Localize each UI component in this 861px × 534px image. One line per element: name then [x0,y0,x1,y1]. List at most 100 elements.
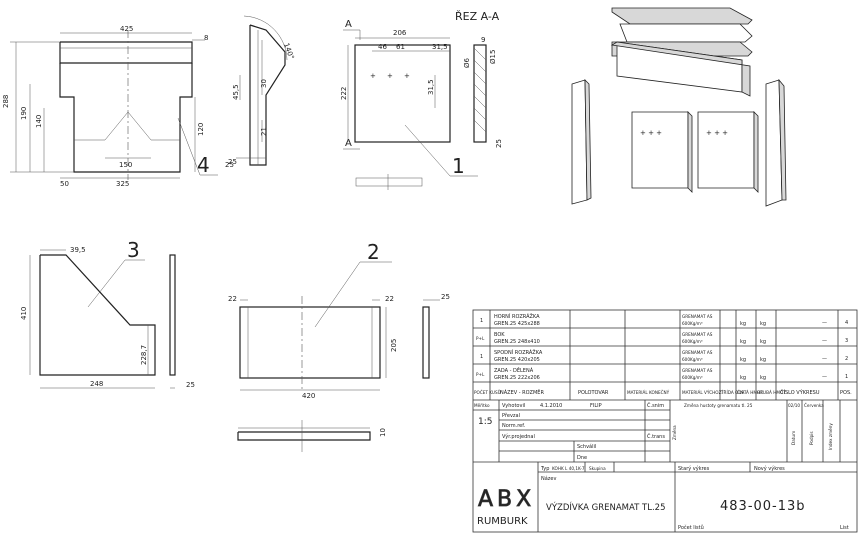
dim-45-5: 45,5 [232,84,240,100]
drawing-number: 483-00-13b [720,499,806,514]
svg-text:POČET KUSŮ: POČET KUSŮ [474,390,501,395]
company-city: RUMBURK [477,516,528,527]
svg-text:+: + [387,72,393,80]
dim-p2-25: 25 [441,293,450,301]
svg-text:1: 1 [845,374,848,380]
svg-text:3: 3 [845,338,848,344]
svg-text:—: — [822,374,827,380]
dim-288: 288 [2,95,10,108]
dim-120: 120 [197,123,205,136]
svg-text:GRENAMAT AS: GRENAMAT AS [682,368,713,373]
dim-22a: 22 [228,295,237,303]
section-mark-bottom: A [345,138,352,149]
svg-text:Výr.projednal: Výr.projednal [502,433,535,440]
svg-text:ČÍSLO VÝKRESU: ČÍSLO VÝKRESU [780,389,820,396]
dim-150: 150 [119,161,132,169]
svg-text:BOK: BOK [494,332,505,338]
svg-text:Počet listů: Počet listů [678,524,704,531]
part4-side-view: 140° 45,5 30 21 25 [228,15,295,166]
company-logo: ABX [478,487,535,512]
svg-text:4: 4 [845,320,848,326]
svg-text:GRENAMAT AS: GRENAMAT AS [682,314,713,319]
parts-list-header: POČET KUSŮ NÁZEV - ROZMĚR POLOTOVAR MATE… [474,388,852,396]
svg-text:Převzal: Převzal [502,412,520,419]
svg-text:HORNÍ ROZRÁŽKA: HORNÍ ROZRÁŽKA [494,312,540,320]
svg-text:600Kg/m³: 600Kg/m³ [682,339,703,344]
dim-d15: Ø15 [489,50,497,64]
dim-228-7: 228,7 [140,345,148,365]
svg-text:kg: kg [760,375,766,381]
svg-text:1: 1 [480,354,483,360]
svg-text:List: List [840,525,849,531]
svg-text:Skupina: Skupina [589,466,606,471]
balloon-2: 2 [367,240,380,264]
svg-text:POLOTOVAR: POLOTOVAR [578,390,609,396]
svg-text:Vyhotovil: Vyhotovil [502,403,525,409]
svg-text:Typ: Typ [540,466,549,472]
svg-text:GREN.25 425x288: GREN.25 425x288 [494,321,540,327]
svg-text:Norm.ref.: Norm.ref. [502,423,526,429]
dim-61: 61 [396,43,405,51]
svg-text:Index změny: Index změny [828,423,833,450]
scale: 1:5 [478,417,492,427]
svg-text:SPODNÍ ROZRÁŽKA: SPODNÍ ROZRÁŽKA [494,348,543,356]
svg-text:Nový výkres: Nový výkres [754,465,785,472]
isometric-view: + + + + + + [571,7,787,207]
dim-25: 25 [225,161,234,169]
dim-46: 46 [378,43,387,51]
dim-p3-25: 25 [186,381,195,389]
svg-text:+: + [404,72,410,80]
dim-22b: 22 [385,295,394,303]
svg-text:Schválil: Schválil [577,443,596,450]
dim-190: 190 [20,107,28,120]
svg-text:kg: kg [740,357,746,363]
dim-9: 9 [481,36,485,44]
svg-text:KOHK L 40,1K-7: KOHK L 40,1K-7 [552,466,585,471]
dim-222: 222 [340,87,348,100]
svg-text:Č.trans: Č.trans [647,433,665,440]
svg-text:HRUBÁ HMOT.: HRUBÁ HMOT. [757,390,787,395]
svg-text:kg: kg [760,357,766,363]
title-block: 1 HORNÍ ROZRÁŽKA GREN.25 425x288 GRENAMA… [472,309,858,533]
svg-text:GREN.25 248x410: GREN.25 248x410 [494,339,540,345]
section-label: ŘEZ A-A [455,10,500,23]
svg-text:2: 2 [845,356,848,362]
parts-row-3: P+L BOK GREN.25 248x410 GRENAMAT AS 600K… [476,332,848,345]
svg-text:600Kg/m³: 600Kg/m³ [682,357,703,362]
part3-view: 39,5 410 228,7 248 25 3 [20,238,195,389]
svg-text:Změna hustoty grenamatu tl. 25: Změna hustoty grenamatu tl. 25 [684,403,753,408]
svg-text:Změna: Změna [672,425,677,440]
drawing-title: VÝZDÍVKA GRENAMAT TL.25 [546,501,666,513]
svg-text:Č.snim: Č.snim [647,402,664,409]
svg-text:Datum: Datum [791,431,796,445]
svg-text:kg: kg [740,321,746,327]
svg-text:ZADA - DĚLENÁ: ZADA - DĚLENÁ [494,366,534,374]
part1-view: ŘEZ A-A A A + + + 206 46 61 31,5 222 31,… [340,10,503,190]
dim-8: 8 [204,34,208,42]
balloon-1: 1 [452,154,465,178]
svg-text:+ + +: + + + [706,129,728,137]
parts-row-2: 1 SPODNÍ ROZRÁŽKA GREN.25 420x205 GRENAM… [480,348,848,363]
svg-text:kg: kg [760,339,766,345]
svg-text:NÁZEV - ROZMĚR: NÁZEV - ROZMĚR [500,388,544,396]
svg-text:02/10: 02/10 [788,403,800,408]
dim-31-5a: 31,5 [432,43,448,51]
svg-text:kg: kg [740,375,746,381]
dim-325: 325 [116,180,129,188]
dim-140: 140 [35,115,43,128]
dim-31-5b: 31,5 [427,79,435,95]
svg-text:FILIP: FILIP [590,403,602,409]
dim-420: 420 [302,392,315,400]
dim-side-25: 25 [228,158,237,166]
dim-d6: Ø6 [463,57,471,68]
dim-39-5: 39,5 [70,246,86,254]
svg-text:GRENAMAT AS: GRENAMAT AS [682,332,713,337]
dim-10: 10 [379,428,387,437]
svg-text:kg: kg [760,321,766,327]
svg-text:—: — [822,320,827,326]
dim-410: 410 [20,307,28,320]
svg-text:GRENAMAT AS: GRENAMAT AS [682,350,713,355]
balloon-3: 3 [127,238,140,262]
dim-206: 206 [393,29,407,37]
